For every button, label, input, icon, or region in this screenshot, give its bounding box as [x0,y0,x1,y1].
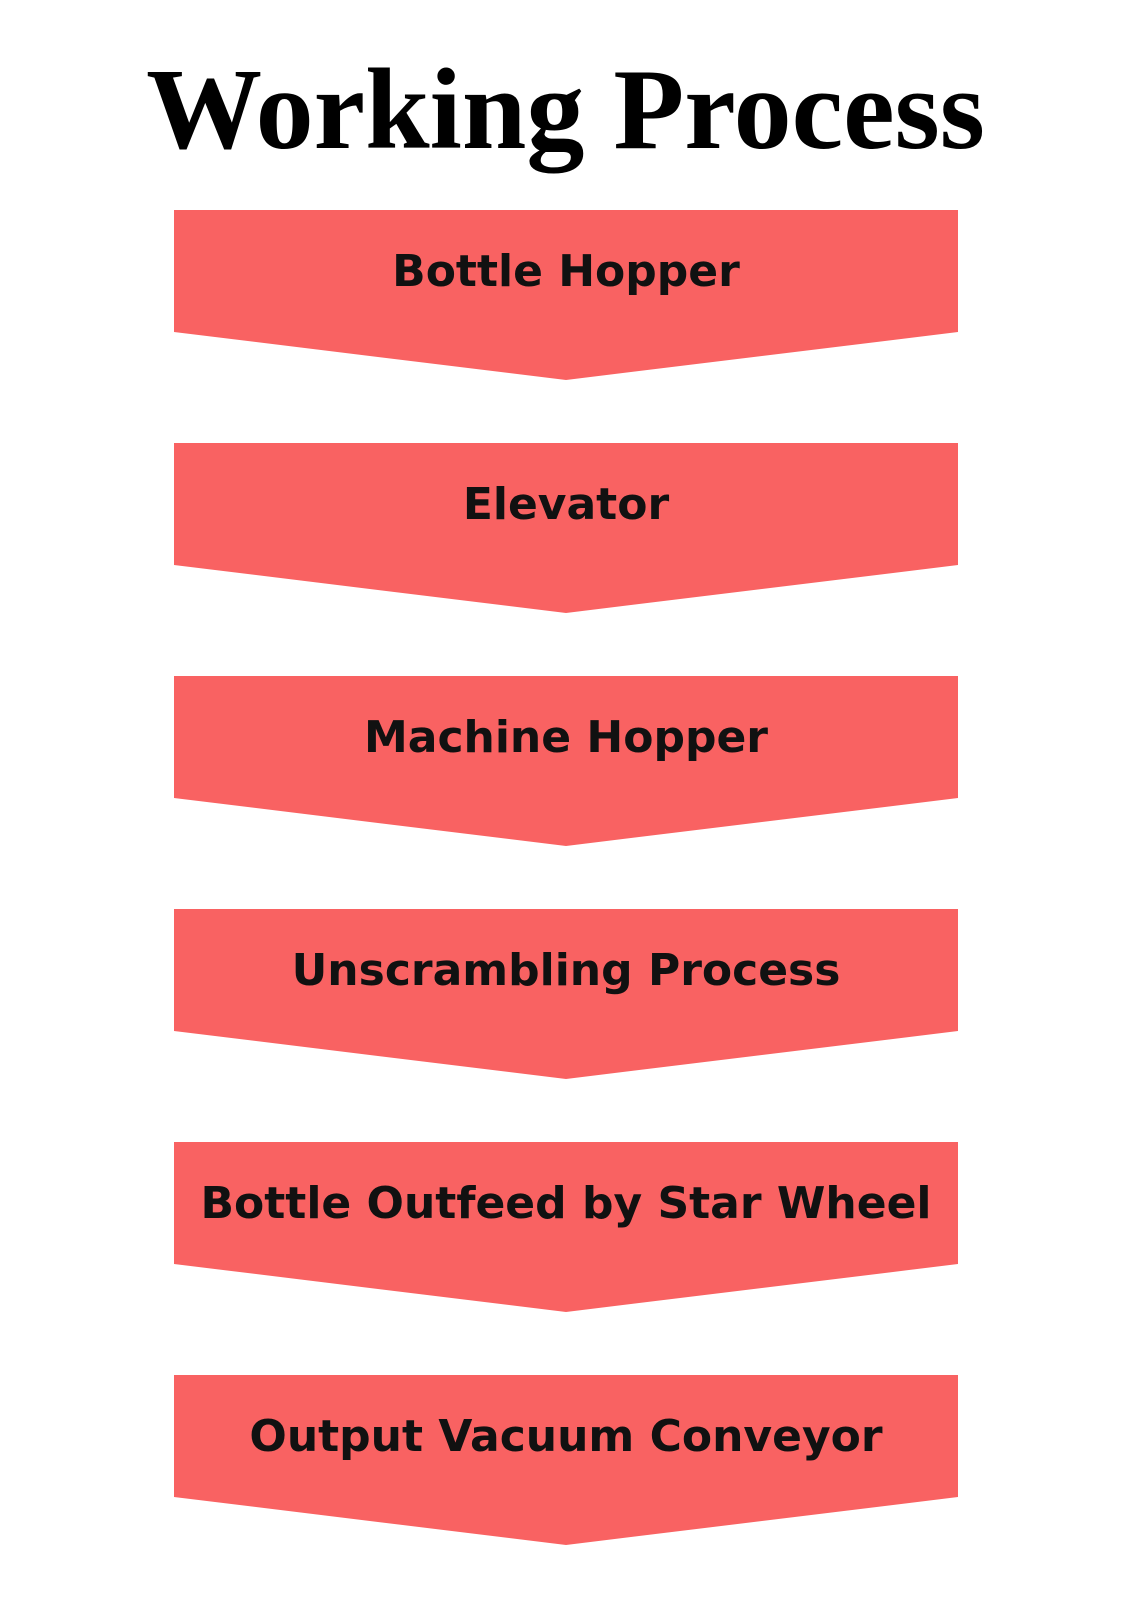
process-step: Machine Hopper [174,676,958,846]
chevron-arrow-shape [174,676,958,846]
process-step: Output Vacuum Conveyor [174,1375,958,1545]
process-step: Unscrambling Process [174,909,958,1079]
step-label: Output Vacuum Conveyor [249,1411,883,1462]
step-label: Unscrambling Process [291,945,841,996]
process-step: Bottle Outfeed by Star Wheel [174,1142,958,1312]
step-label: Bottle Hopper [392,246,740,297]
chevron-arrow-shape [174,443,958,613]
process-step: Bottle Hopper [174,210,958,380]
chevron-arrow-shape [174,909,958,1079]
step-label: Bottle Outfeed by Star Wheel [200,1178,932,1229]
chevron-arrow-shape [174,1375,958,1545]
step-label: Elevator [462,479,670,530]
process-step: Elevator [174,443,958,613]
chevron-arrow-shape [174,210,958,380]
chevron-arrow-shape [174,1142,958,1312]
page-title: Working Process [146,46,985,174]
step-label: Machine Hopper [363,712,769,763]
